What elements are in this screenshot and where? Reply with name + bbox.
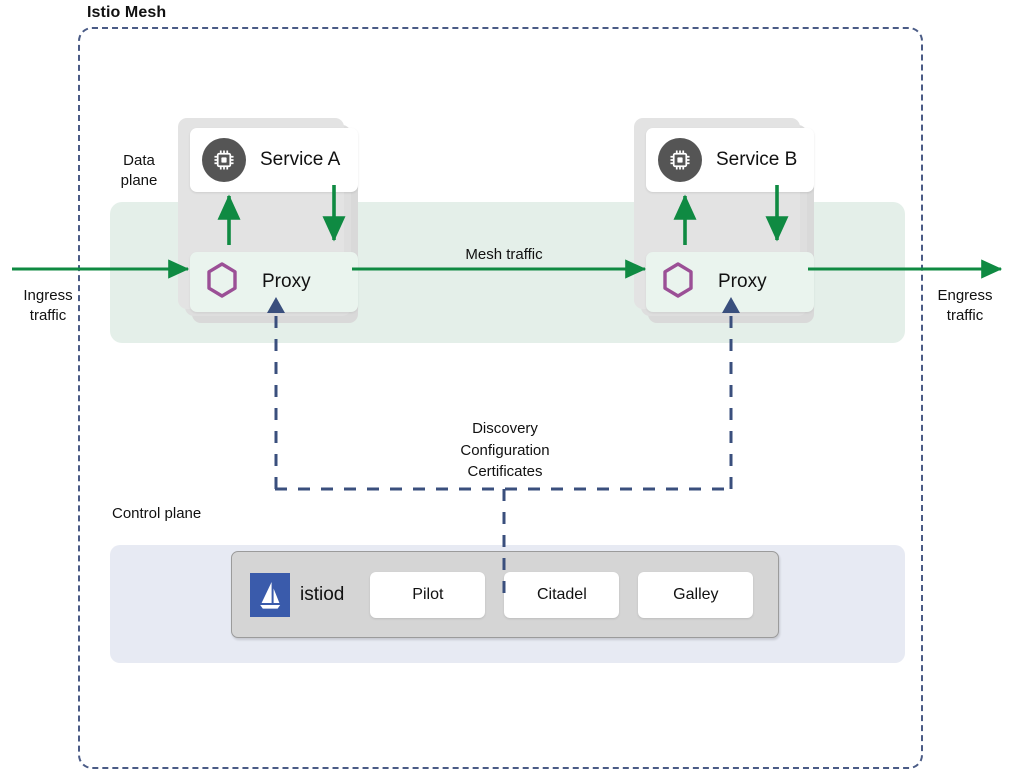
- data-plane-label: Data plane: [104, 151, 174, 191]
- egress-traffic-line2: traffic: [946, 307, 984, 324]
- hexagon-envoy-icon: [200, 258, 244, 307]
- service-b-label: Service B: [716, 149, 798, 170]
- service-a-label: Service A: [260, 149, 341, 170]
- service-pod-b: Service B Proxy: [634, 118, 814, 323]
- service-a-proxy-box[interactable]: Proxy: [190, 252, 358, 312]
- control-plane-components: Pilot Citadel Galley: [370, 571, 754, 618]
- service-a-box[interactable]: Service A: [190, 128, 358, 192]
- ingress-traffic-label: Ingress traffic: [5, 286, 91, 326]
- control-plane-component-citadel[interactable]: Citadel: [504, 571, 620, 618]
- xds-label: Discovery Configuration Certificates: [415, 418, 595, 483]
- xds-line-discovery: Discovery: [472, 420, 538, 437]
- ingress-traffic-line2: traffic: [29, 307, 67, 324]
- istiod-brand: istiod: [250, 572, 345, 617]
- istiod-group: istiod Pilot Citadel Galley: [231, 551, 779, 638]
- istio-mesh-boundary: [78, 27, 923, 769]
- control-plane-label: Control plane: [112, 505, 202, 522]
- istiod-label: istiod: [300, 583, 345, 605]
- service-a-proxy-label: Proxy: [262, 271, 311, 292]
- control-plane-component-pilot[interactable]: Pilot: [370, 571, 486, 618]
- service-b-proxy-box[interactable]: Proxy: [646, 252, 814, 312]
- istio-sailboat-logo: [250, 572, 290, 617]
- xds-line-configuration: Configuration: [460, 441, 550, 459]
- mesh-traffic-label: Mesh traffic: [465, 246, 543, 263]
- xds-line-certificates: Certificates: [467, 463, 543, 480]
- egress-traffic-label: Engress traffic: [921, 286, 1009, 326]
- service-b-proxy-label: Proxy: [718, 271, 767, 292]
- service-pod-a: Service A Proxy: [178, 118, 358, 323]
- data-plane-label-line2: plane: [120, 172, 158, 189]
- control-plane-component-galley[interactable]: Galley: [638, 571, 754, 618]
- service-b-box[interactable]: Service B: [646, 128, 814, 192]
- data-plane-label-line1: Data: [123, 152, 155, 169]
- egress-traffic-line1: Engress: [937, 287, 993, 304]
- hexagon-envoy-icon: [656, 258, 700, 307]
- ingress-traffic-line1: Ingress: [23, 287, 73, 304]
- mesh-title: Istio Mesh: [83, 4, 171, 22]
- cpu-chip-icon: [658, 138, 702, 182]
- cpu-chip-icon: [202, 138, 246, 182]
